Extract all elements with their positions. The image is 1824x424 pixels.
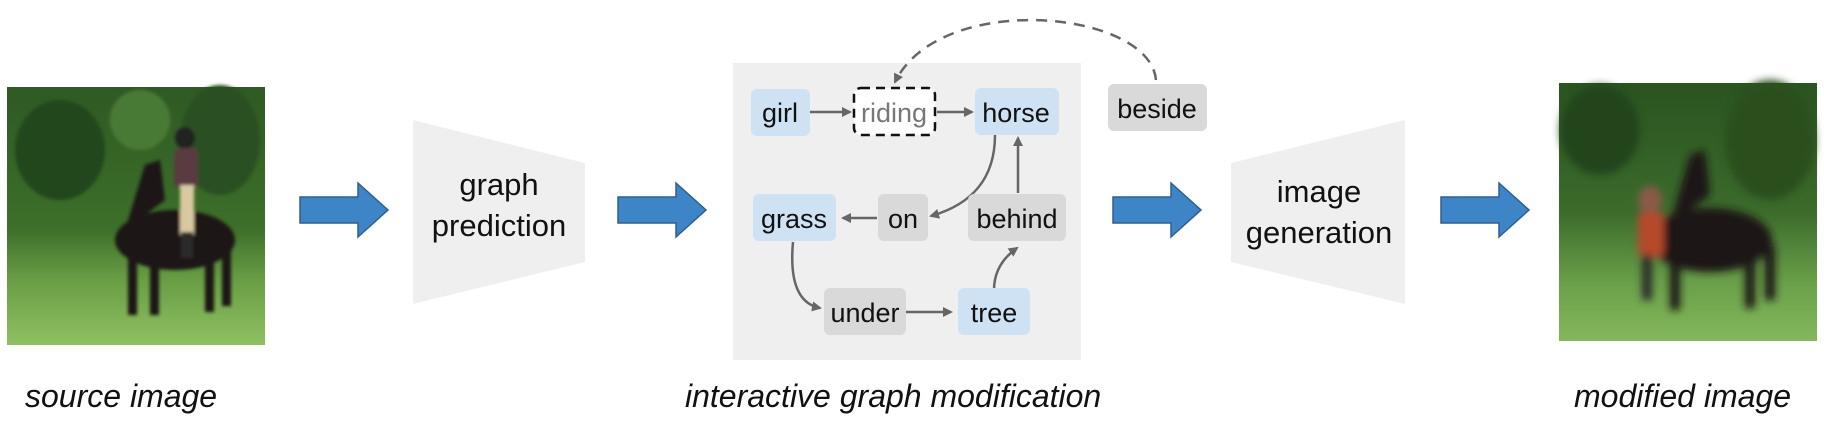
- node-under[interactable]: under: [824, 288, 906, 335]
- node-beside[interactable]: beside: [1108, 84, 1207, 131]
- flow-arrow-2: [617, 181, 708, 239]
- node-behind-label: behind: [976, 204, 1057, 234]
- node-under-label: under: [830, 298, 899, 328]
- node-tree-label: tree: [971, 298, 1018, 328]
- edge-beside-dashed: [893, 18, 1158, 84]
- node-behind[interactable]: behind: [968, 194, 1066, 241]
- node-horse-label: horse: [982, 98, 1050, 128]
- source-image: [7, 85, 265, 345]
- graph-prediction-stage: graph prediction: [413, 120, 585, 304]
- node-on[interactable]: on: [878, 194, 928, 241]
- edge-grass-under: [791, 241, 822, 312]
- image-generation-label-line2: generation: [1246, 215, 1393, 250]
- flow-arrow-1: [299, 181, 390, 239]
- node-riding[interactable]: riding: [852, 86, 937, 137]
- node-riding-label: riding: [861, 98, 927, 128]
- edge-tree-behind: [992, 246, 1019, 291]
- node-grass-label: grass: [761, 204, 827, 234]
- image-generation-label-line1: image: [1277, 174, 1361, 209]
- modified-image: [1559, 80, 1817, 341]
- caption-source-image: source image: [25, 378, 218, 414]
- node-grass[interactable]: grass: [753, 194, 836, 241]
- caption-modified-image: modified image: [1574, 378, 1791, 414]
- node-girl-label: girl: [762, 98, 798, 128]
- caption-graph-modification: interactive graph modification: [685, 378, 1102, 414]
- graph-prediction-label-line1: graph: [459, 167, 538, 202]
- graph-prediction-label-line2: prediction: [432, 208, 566, 243]
- image-generation-stage: image generation: [1231, 120, 1405, 304]
- graph-edges: [791, 18, 1158, 317]
- node-on-label: on: [888, 204, 918, 234]
- edge-horse-on: [929, 134, 997, 219]
- node-tree[interactable]: tree: [958, 288, 1030, 335]
- flow-arrow-4: [1440, 181, 1531, 239]
- node-beside-label: beside: [1117, 94, 1197, 124]
- flow-arrow-3: [1112, 181, 1203, 239]
- node-girl[interactable]: girl: [751, 89, 810, 136]
- node-horse[interactable]: horse: [975, 88, 1059, 135]
